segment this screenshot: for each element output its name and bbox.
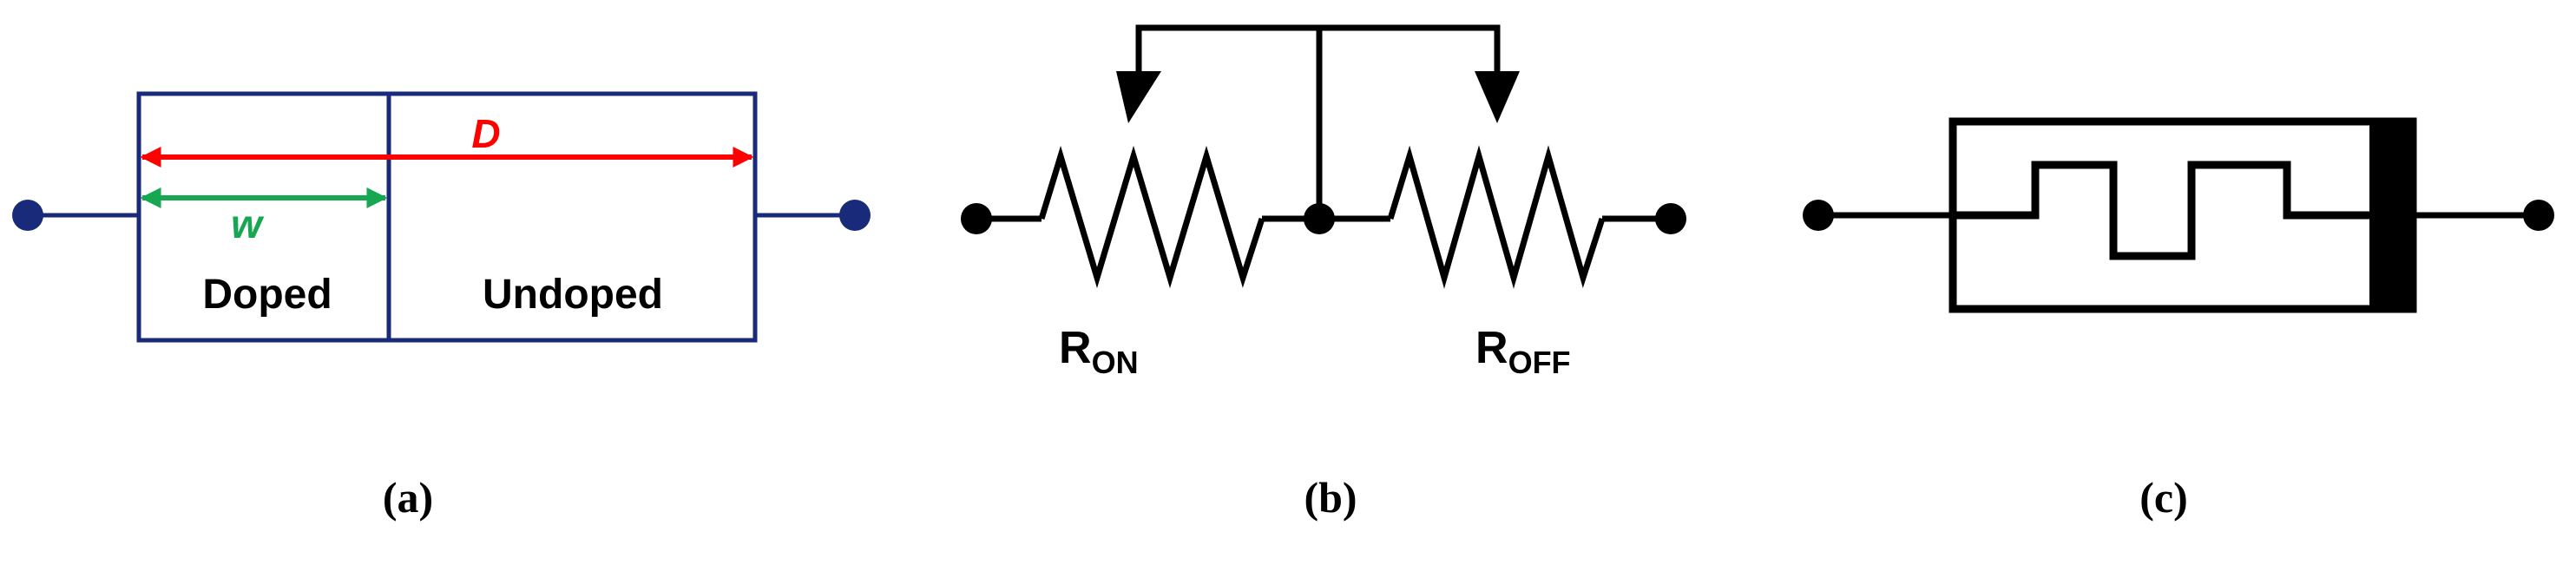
caption-a: (a): [383, 473, 433, 522]
panel-c-memristor-symbol: (c): [1803, 117, 2554, 522]
symbol-waveform: [1953, 161, 2369, 260]
doped-label: Doped: [202, 272, 332, 318]
wiper-arrow-off: [1475, 71, 1520, 123]
caption-c: (c): [2139, 473, 2188, 522]
wiper-arrow-on: [1116, 71, 1161, 123]
wiper-bar: [1135, 24, 1501, 71]
left-terminal-dot: [12, 200, 43, 231]
length-d-label: D: [471, 111, 500, 156]
polarity-bar: [2369, 122, 2413, 309]
right-terminal-dot: [839, 200, 871, 231]
caption-b: (b): [1304, 473, 1357, 522]
right-terminal-dot: [1655, 203, 1686, 234]
r-off-resistor: [1387, 145, 1606, 289]
r-on-resistor: [1038, 145, 1265, 289]
r-off-label: ROFF: [1475, 323, 1571, 380]
panel-b-variable-resistor-model: RON ROFF (b): [961, 24, 1686, 522]
r-on-label: RON: [1059, 323, 1139, 380]
right-terminal-dot: [2523, 200, 2554, 231]
panel-a-memristor-model: D w Doped Undoped (a): [12, 91, 871, 522]
width-w-label: w: [231, 201, 265, 246]
undoped-label: Undoped: [483, 272, 663, 318]
